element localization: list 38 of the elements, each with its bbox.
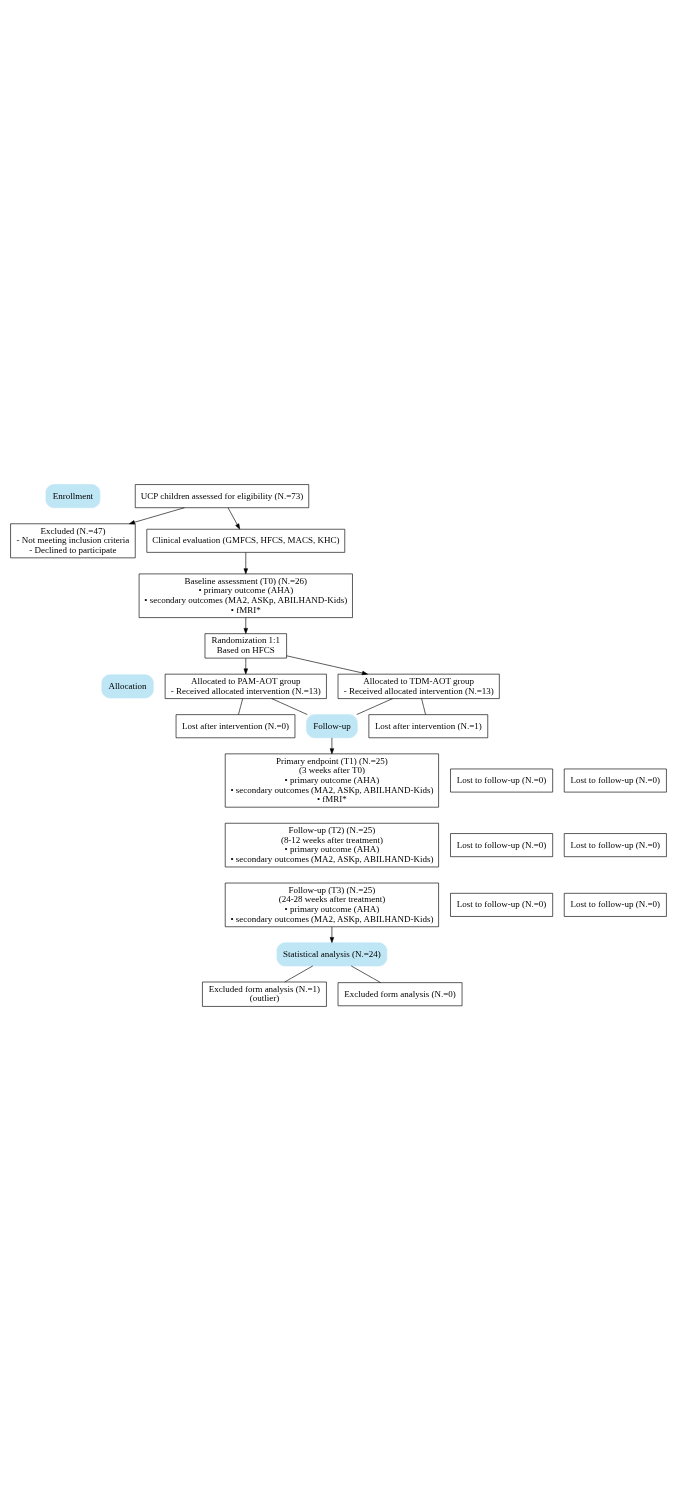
node-box: Follow-up (T2) (N.=25) (8-12 weeks after treatment) • primary outcome (AHA) • secondary outcomes (MA2, ASKp, ABILHAND-Kids) [224, 822, 439, 867]
arrow [329, 926, 335, 943]
node-box: Clinical evaluation (GMFCS, HFCS, MACS, KHC) [146, 528, 346, 553]
node-box: Follow-up [306, 713, 358, 738]
node-box: Lost to follow-up (N.=0) [563, 892, 667, 917]
node-box: Primary endpoint (T1) (N.=25) (3 weeks after T0) • primary outcome (AHA) • secondary outcomes (MA2, ASKp, ABILHAND-Kids) • fMRI* [224, 753, 439, 808]
arrow [243, 616, 248, 634]
node-box: Excluded form analysis (N.=1) (outlier) [202, 981, 327, 1007]
connector [421, 697, 426, 715]
node-box: Excluded form analysis (N.=0) [337, 981, 463, 1006]
node-box: Lost to follow-up (N.=0) [563, 832, 667, 857]
node-box: Excluded (N.=47) - Not meeting inclusion criteria - Declined to participate [10, 522, 136, 558]
connector [271, 697, 308, 715]
node-box: Allocation [101, 673, 154, 698]
arrow [243, 657, 248, 674]
node-box: Lost to follow-up (N.=0) [450, 892, 553, 917]
node-box: Lost to follow-up (N.=0) [450, 832, 553, 857]
node-box: Allocated to TDM-AOT group - Received allocated intervention (N.=13) [337, 673, 500, 699]
arrow [129, 506, 185, 524]
arrow [227, 506, 241, 529]
connector [356, 697, 393, 715]
node-box: Lost to follow-up (N.=0) [450, 768, 553, 792]
node-box: Lost after intervention (N.=0) [175, 713, 296, 738]
node-box: Randomization 1:1 Based on HFCS [204, 632, 287, 658]
node-box: Baseline assessment (T0) (N.=26) • primary outcome (AHA) • secondary outcomes (MA2, ASKp, ABILHAND-Kids) • fMRI* [138, 573, 353, 618]
arrow [329, 737, 335, 754]
node-box: Allocated to PAM-AOT group - Received allocated intervention (N.=13) [164, 673, 327, 699]
connector [284, 965, 314, 982]
connector [350, 965, 381, 983]
connector [238, 697, 244, 715]
node-box: Lost to follow-up (N.=0) [563, 768, 667, 792]
node-box: Enrollment [45, 483, 101, 508]
arrow [286, 655, 368, 675]
node-box: UCP children assessed for eligibility (N.=73) [134, 483, 310, 508]
node-box: Follow-up (T3) (N.=25) (24-28 weeks after treatment) • primary outcome (AHA) • secondary outcomes (MA2, ASKp, ABILHAND-Kids) [224, 882, 439, 927]
arrow [243, 551, 248, 574]
node-box: Statistical analysis (N.=24) [276, 941, 388, 966]
node-box: Lost after intervention (N.=1) [368, 713, 489, 738]
